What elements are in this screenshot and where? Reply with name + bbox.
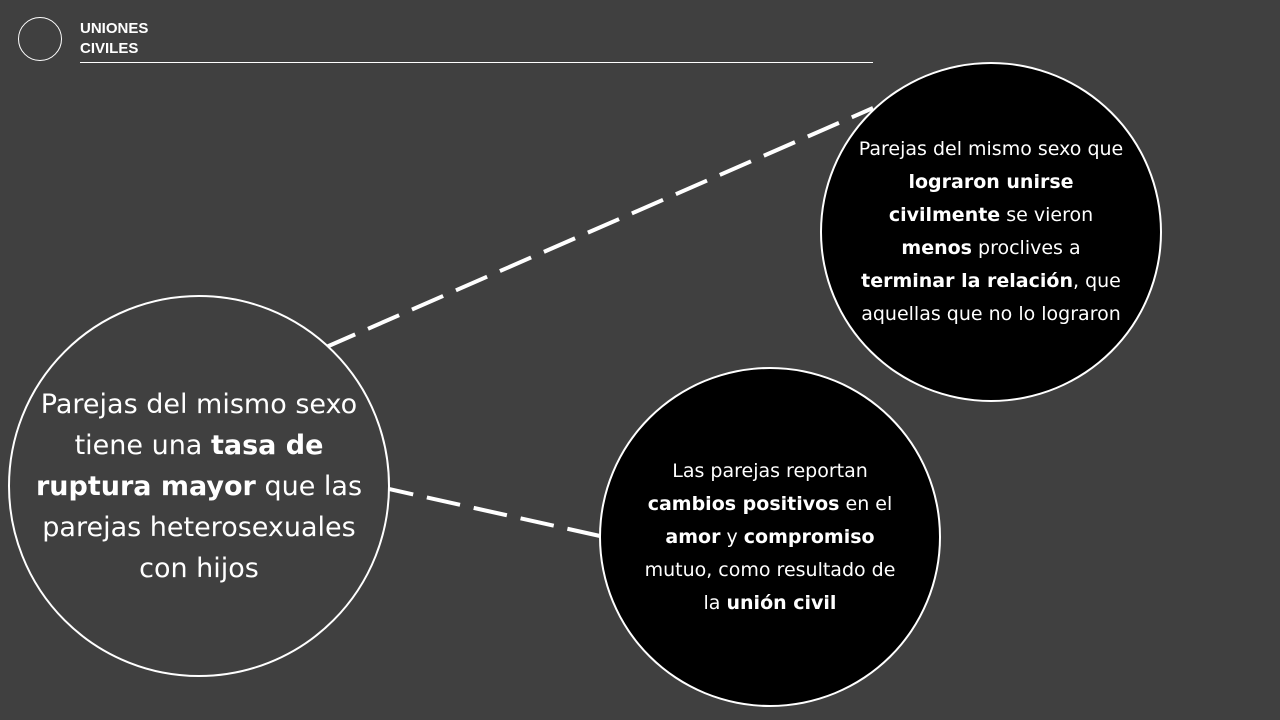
header-title: UNIONES CIVILES: [80, 19, 148, 59]
header-circle-icon: [18, 17, 62, 61]
text-segment: compromiso: [743, 525, 875, 548]
header-title-line2: CIVILES: [80, 40, 139, 57]
main-node: Parejas del mismo sexo tiene una tasa de…: [8, 295, 390, 677]
bottom-node-text: Las parejas reportan cambios positivos e…: [639, 455, 901, 620]
text-segment: mutuo, como resultado de la: [644, 558, 896, 614]
bottom-node: Las parejas reportan cambios positivos e…: [599, 367, 941, 707]
text-segment: Parejas del mismo sexo que: [858, 138, 1124, 160]
text-segment: , que aquellas que no lo lograron: [861, 270, 1121, 325]
text-segment: lograron unirse civilmente: [888, 171, 1074, 226]
text-segment: menos: [901, 237, 972, 259]
text-segment: en el: [839, 492, 893, 515]
text-segment: unión civil: [726, 591, 837, 614]
text-segment: y: [720, 525, 744, 548]
connector-bottom: [379, 485, 601, 538]
connector-top: [323, 106, 874, 350]
text-segment: se vieron: [1000, 204, 1094, 226]
top-node-text: Parejas del mismo sexo que lograron unir…: [854, 133, 1128, 331]
text-segment: que las parejas heterosexuales con hijos: [42, 470, 363, 584]
header-rule: [80, 62, 873, 63]
top-node: Parejas del mismo sexo que lograron unir…: [820, 62, 1162, 402]
text-segment: cambios positivos: [647, 492, 840, 515]
main-node-text: Parejas del mismo sexo tiene una tasa de…: [24, 384, 374, 589]
text-segment: amor: [665, 525, 721, 548]
header-title-line1: UNIONES: [80, 20, 149, 37]
text-segment: proclives a: [971, 237, 1081, 259]
text-segment: Parejas del mismo sexo tiene una: [40, 388, 358, 461]
text-segment: Las parejas reportan: [672, 459, 868, 482]
text-segment: tasa de ruptura mayor: [35, 429, 324, 502]
text-segment: terminar la relación: [861, 270, 1073, 292]
